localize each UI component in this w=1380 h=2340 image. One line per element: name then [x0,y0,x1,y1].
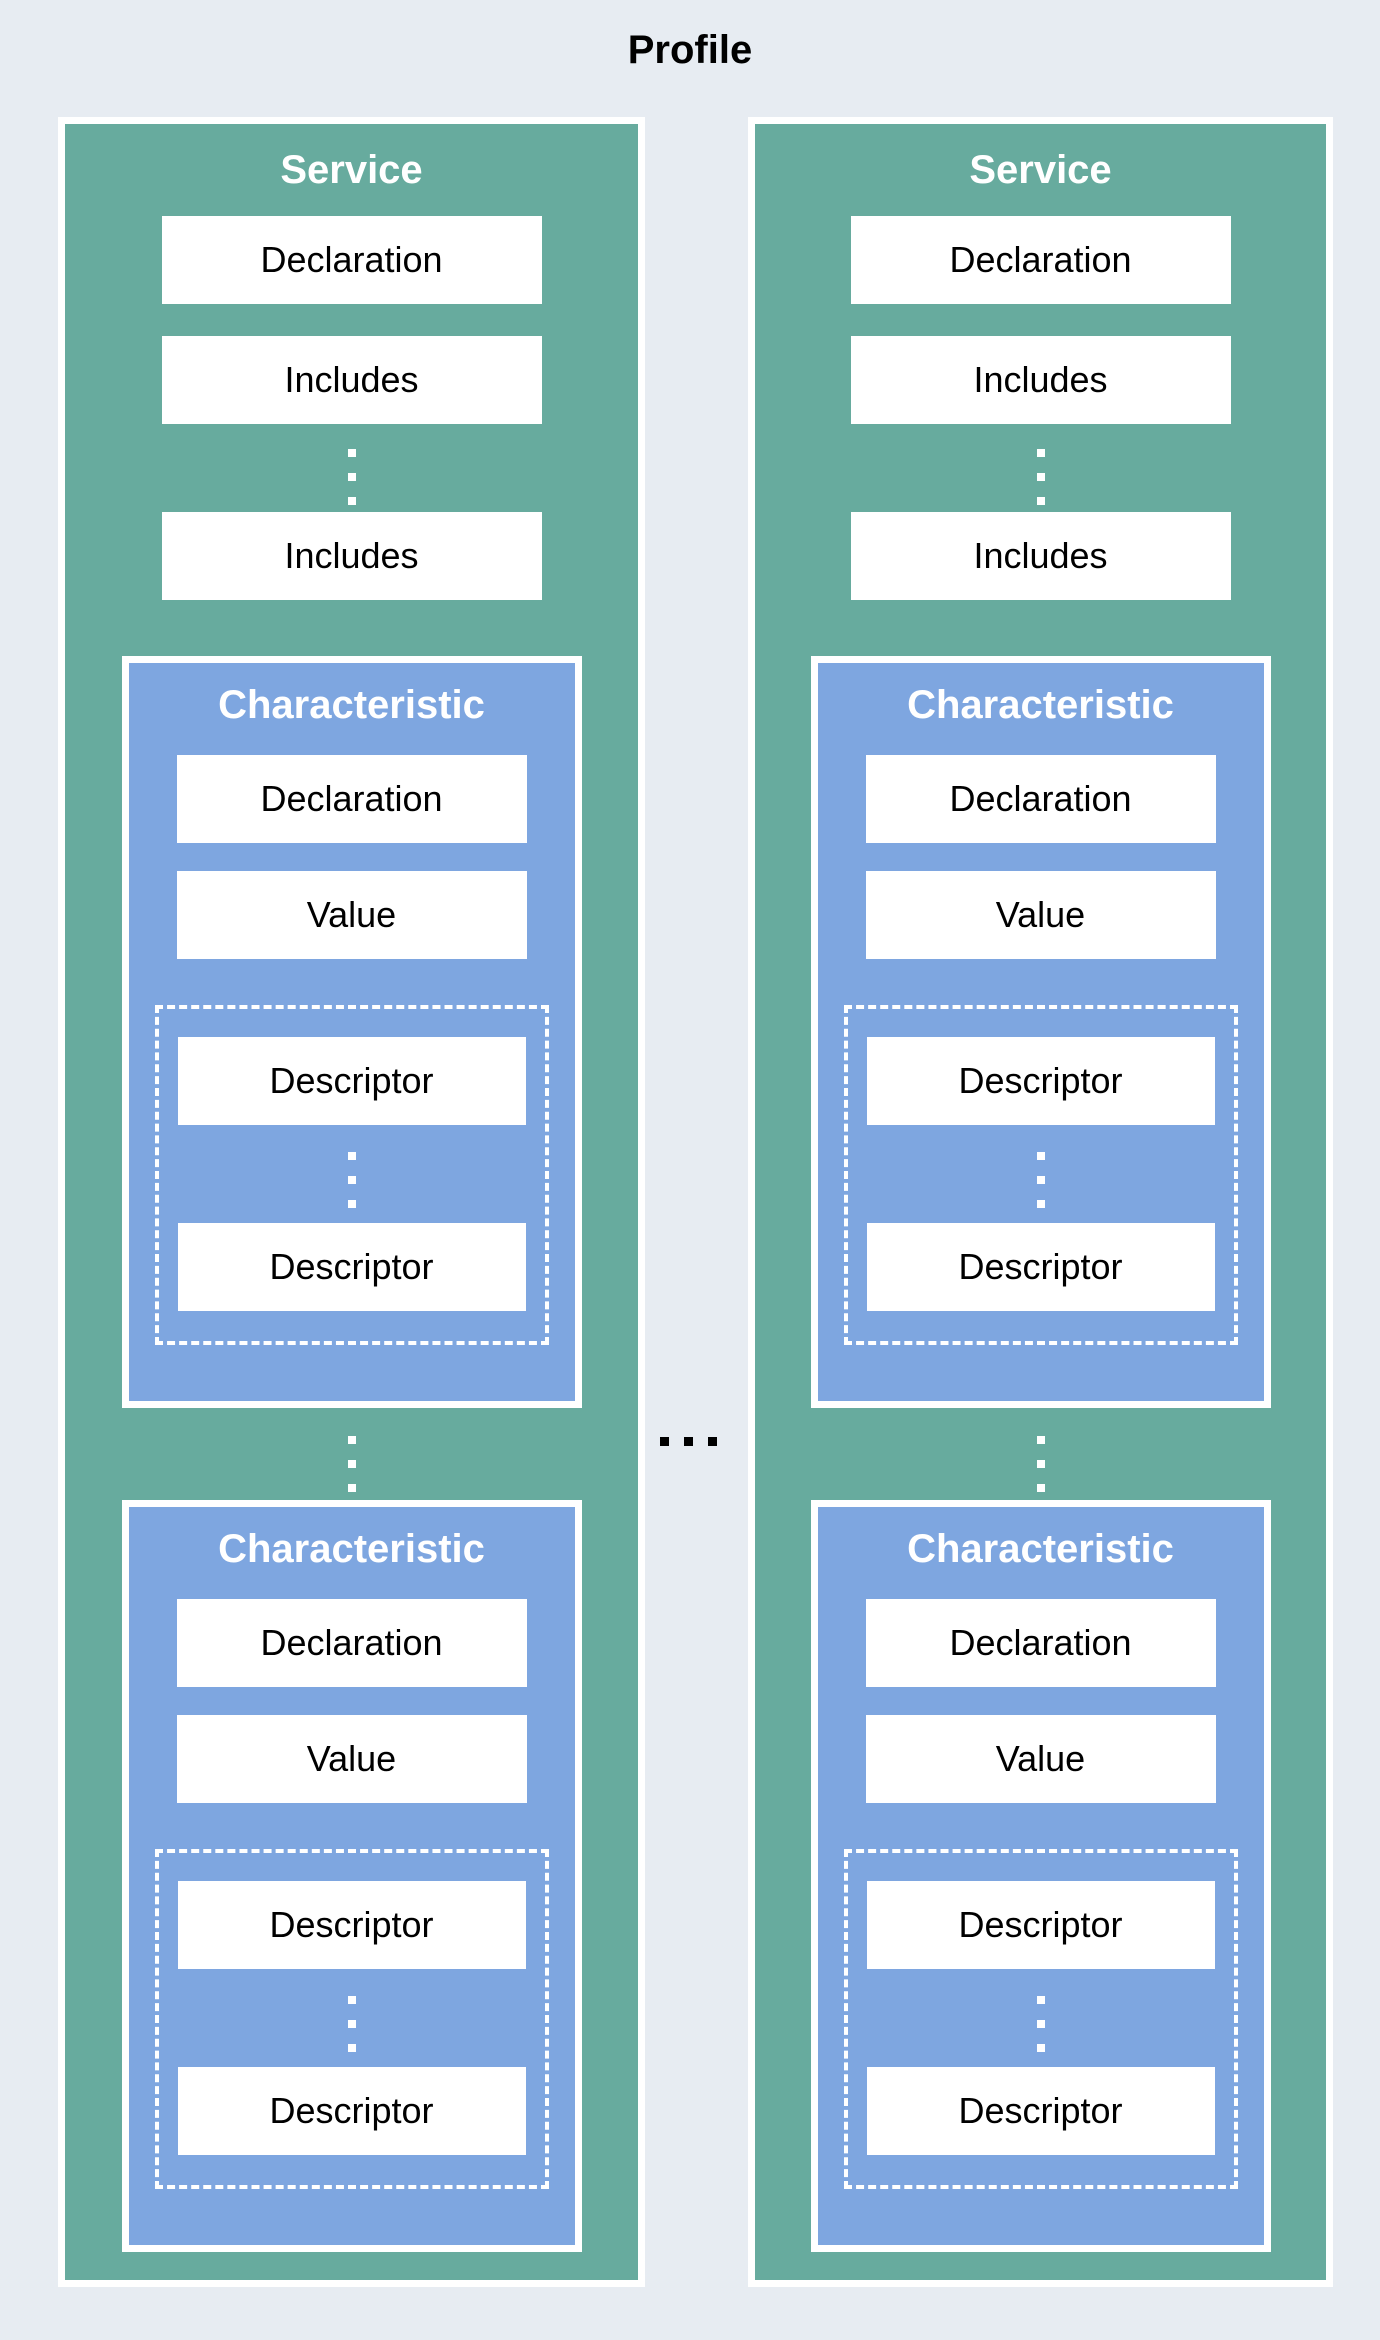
descriptor-box: Descriptor [866,1223,1215,1311]
declaration-box: Declaration [176,1599,527,1687]
includes-box: Includes [161,512,542,600]
horizontal-ellipsis-icon [636,1437,740,1446]
descriptor-box: Descriptor [866,2067,1215,2155]
vertical-ellipsis-icon [1036,1989,1045,2059]
page-title: Profile [627,28,753,72]
value-box: Value [176,1715,527,1803]
vertical-ellipsis-icon [1036,1145,1045,1215]
descriptor-box: Descriptor [866,1037,1215,1125]
service-column-2: Service Declaration Includes Includes Ch… [748,117,1333,2287]
service-title: Service [280,148,423,192]
descriptor-group: Descriptor Descriptor [843,1005,1238,1345]
service-title: Service [969,148,1112,192]
service-column-1: Service Declaration Includes Includes Ch… [58,117,645,2287]
descriptor-group: Descriptor Descriptor [154,1849,549,2189]
descriptor-box: Descriptor [177,1881,526,1969]
characteristic-box: Characteristic Declaration Value Descrip… [810,1500,1271,2252]
descriptor-box: Descriptor [177,1223,526,1311]
descriptor-group: Descriptor Descriptor [154,1005,549,1345]
declaration-box: Declaration [176,755,527,843]
vertical-ellipsis-icon [1036,442,1045,512]
descriptor-group: Descriptor Descriptor [843,1849,1238,2189]
characteristic-box: Characteristic Declaration Value Descrip… [810,656,1271,1408]
vertical-ellipsis-icon [347,1145,356,1215]
includes-box: Includes [850,512,1231,600]
descriptor-box: Descriptor [177,1037,526,1125]
characteristic-title: Characteristic [907,1527,1174,1571]
characteristic-title: Characteristic [218,683,485,727]
value-box: Value [865,1715,1216,1803]
includes-box: Includes [850,336,1231,424]
characteristic-box: Characteristic Declaration Value Descrip… [121,1500,582,2252]
characteristic-title: Characteristic [218,1527,485,1571]
value-box: Value [176,871,527,959]
declaration-box: Declaration [865,755,1216,843]
includes-box: Includes [161,336,542,424]
characteristic-box: Characteristic Declaration Value Descrip… [121,656,582,1408]
declaration-box: Declaration [161,216,542,304]
vertical-ellipsis-icon [347,442,356,512]
declaration-box: Declaration [865,1599,1216,1687]
vertical-ellipsis-icon [1036,1428,1045,1500]
value-box: Value [865,871,1216,959]
vertical-ellipsis-icon [347,1989,356,2059]
vertical-ellipsis-icon [347,1428,356,1500]
characteristic-title: Characteristic [907,683,1174,727]
declaration-box: Declaration [850,216,1231,304]
descriptor-box: Descriptor [177,2067,526,2155]
descriptor-box: Descriptor [866,1881,1215,1969]
